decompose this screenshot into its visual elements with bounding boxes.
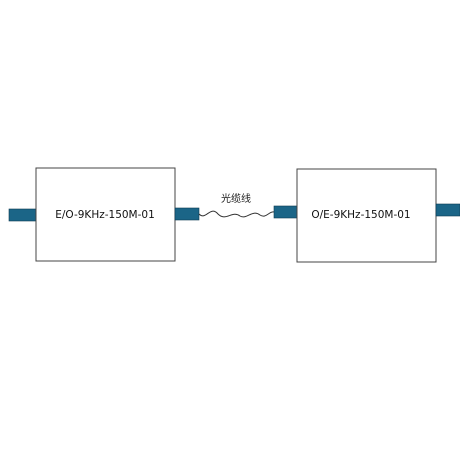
receiver-output-port	[435, 203, 460, 217]
transmitter-input-port	[8, 208, 37, 222]
fiber-cable: 光缆线	[198, 192, 275, 218]
receiver-label: O/E-9KHz-150M-01	[311, 209, 410, 221]
receiver-input-port	[273, 205, 299, 219]
receiver-module: O/E-9KHz-150M-01	[273, 168, 460, 263]
transmitter-box	[35, 167, 176, 262]
transmitter-module: E/O-9KHz-150M-01	[8, 167, 200, 262]
receiver-box	[296, 168, 437, 263]
fiber-label: 光缆线	[221, 192, 251, 205]
fiber-line	[198, 210, 275, 218]
transmitter-label: E/O-9KHz-150M-01	[55, 209, 155, 221]
transmitter-output-port	[174, 207, 200, 221]
